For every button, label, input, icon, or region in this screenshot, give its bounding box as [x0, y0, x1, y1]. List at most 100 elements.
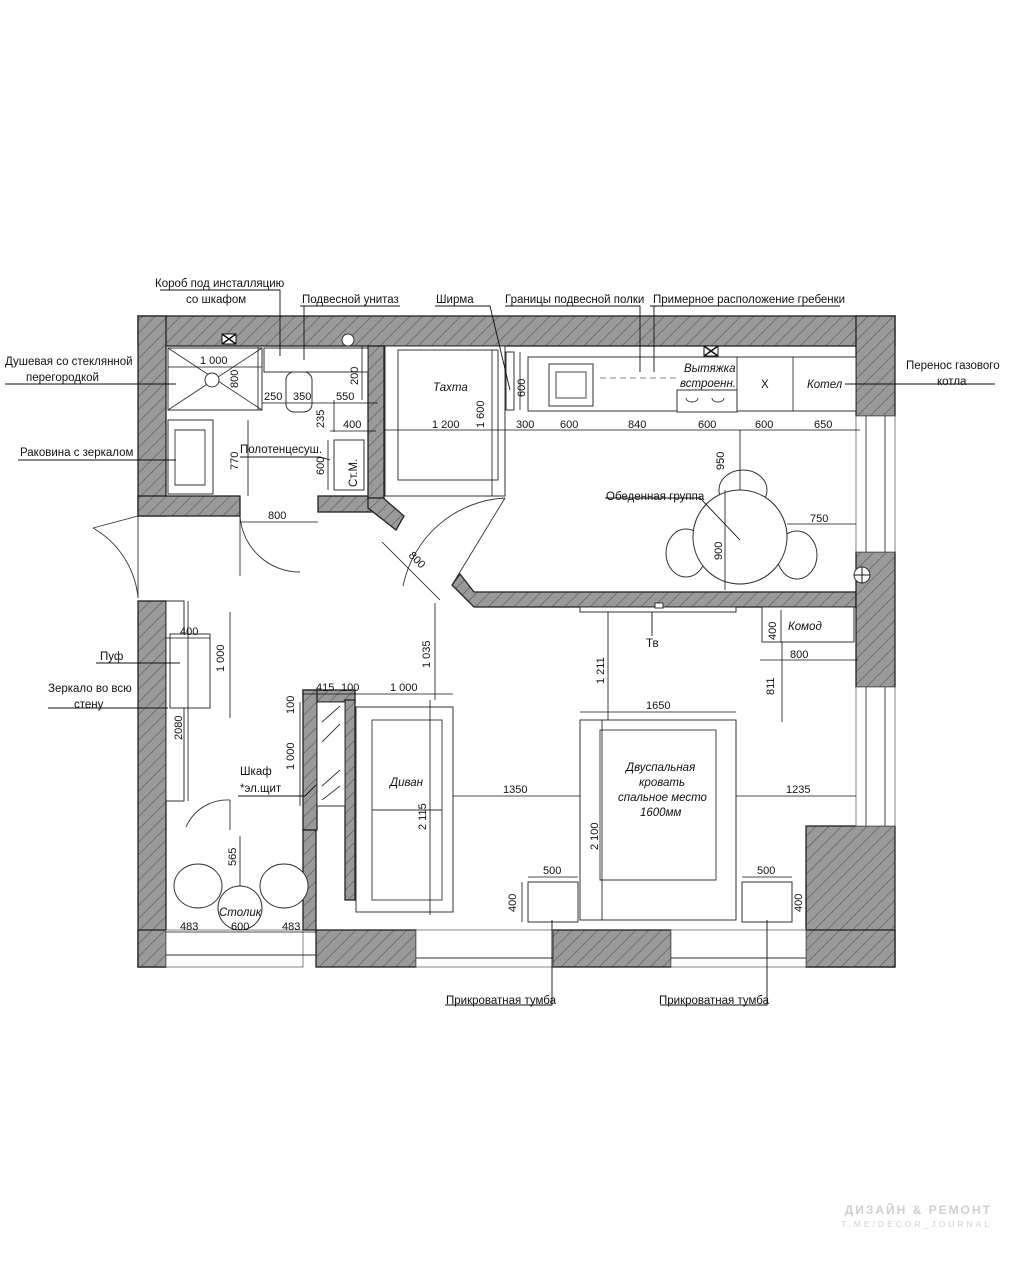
wall-left-top	[137, 315, 167, 517]
label-shkaf-1: Шкаф	[240, 766, 272, 778]
label-dush-1: Душевая со стеклянной	[5, 356, 133, 368]
wall-closet-side	[302, 689, 318, 831]
room-bed-2: кровать	[639, 777, 685, 789]
watermark-title: ДИЗАЙН & РЕМОНТ	[844, 1203, 992, 1217]
dim-k300: 300	[516, 419, 534, 431]
room-tahta: Тахта	[433, 382, 468, 394]
dim-750: 750	[810, 513, 828, 525]
label-korob-2: со шкафом	[186, 294, 246, 306]
kitchen	[384, 345, 857, 587]
dim-1000-shkaf: 1 000	[285, 742, 297, 770]
dim-k840: 840	[628, 419, 646, 431]
dim-2115: 2 115	[417, 803, 429, 830]
dimension-texts: 1 000 800 250 350 550 200 400 235 770 60…	[173, 355, 832, 933]
label-tumba-right: Прикроватная тумба	[659, 995, 770, 1007]
wall-bottom-b	[315, 929, 417, 968]
leader-lines	[5, 289, 995, 1006]
dim-483a: 483	[180, 921, 198, 933]
label-stm: Ст.М.	[348, 459, 360, 487]
room-bed-1: Двуспальная	[624, 762, 695, 774]
sofa	[355, 706, 454, 913]
dim-k650: 650	[814, 419, 832, 431]
dim-770: 770	[229, 452, 241, 470]
room-vytyazhka-2: встроенн.	[680, 378, 736, 390]
dim-500a: 500	[543, 865, 561, 877]
window-bottom-1	[165, 929, 304, 968]
dim-1211: 1 211	[595, 657, 607, 684]
label-shirma: Ширма	[436, 294, 474, 306]
dim-900: 900	[713, 542, 725, 560]
vent-circle	[341, 333, 355, 347]
entry-door	[92, 515, 139, 599]
dim-811: 811	[765, 677, 777, 695]
dim-k600a: 600	[560, 419, 578, 431]
dining-group	[665, 469, 871, 585]
nightstand-left	[527, 881, 579, 923]
dim-483b: 483	[282, 921, 300, 933]
dim-400-wc: 400	[343, 419, 361, 431]
kitchen-door-arc	[402, 497, 506, 587]
label-tumba-left: Прикроватная тумба	[446, 995, 557, 1007]
dim-200: 200	[349, 367, 361, 385]
room-vytyazhka-1: Вытяжка	[684, 363, 735, 375]
room-x-mark: X	[761, 379, 769, 391]
komod	[761, 606, 855, 643]
dim-1350: 1350	[503, 784, 527, 796]
dim-800-door: 800	[268, 510, 286, 522]
sink-cabinet	[167, 419, 214, 495]
dim-400-tl: 400	[507, 894, 519, 912]
dim-k600b: 600	[698, 419, 716, 431]
washing-machine	[333, 439, 365, 491]
stove	[676, 389, 738, 413]
dim-1000-puf: 1 000	[215, 644, 227, 672]
label-grebenka: Примерное расположение гребенки	[653, 294, 845, 306]
room-bed-3: спальное место	[618, 792, 708, 804]
dim-800-komod: 800	[790, 649, 808, 661]
dim-565: 565	[227, 848, 239, 866]
install-box	[263, 347, 369, 373]
dim-235: 235	[315, 410, 327, 428]
label-korob-1: Короб под инсталляцию	[155, 278, 285, 290]
label-unitaz: Подвесной унитаз	[302, 294, 399, 306]
window-bottom-2	[415, 929, 554, 968]
wall-bath-bottom-a	[137, 495, 241, 517]
dim-1200: 1 200	[432, 419, 460, 431]
label-dush-2: перегородкой	[26, 372, 99, 384]
label-puf: Пуф	[100, 651, 123, 663]
label-polka: Границы подвесной полки	[505, 294, 644, 306]
dim-800-diag: 800	[406, 550, 427, 571]
dim-950: 950	[715, 452, 727, 470]
dim-k600c: 600	[755, 419, 773, 431]
dim-2080: 2080	[173, 716, 185, 740]
shower-drain	[204, 372, 220, 388]
room-bed-4: 1600мм	[640, 807, 681, 819]
closet-door-arc	[185, 799, 231, 828]
window-bottom-3	[670, 929, 807, 968]
wall-bath-corner	[367, 496, 405, 531]
nightstand-right	[741, 881, 793, 923]
label-shkaf-2: *эл.щит	[240, 783, 282, 795]
labels: Короб под инсталляцию со шкафом Подвесно…	[5, 278, 1000, 1007]
wall-bottom-a	[137, 929, 167, 968]
dim-400-tr: 400	[793, 894, 805, 912]
armchair-left	[173, 863, 223, 909]
puf	[169, 633, 211, 709]
label-zerkalo-1: Зеркало во всю	[48, 683, 132, 695]
living-room	[165, 600, 855, 931]
dim-shower-depth: 800	[229, 370, 241, 388]
dim-shower-width: 1 000	[200, 355, 228, 367]
dim-100b: 100	[285, 696, 297, 714]
label-zerkalo-2: стену	[74, 699, 104, 711]
bed	[579, 719, 737, 921]
window-right-1	[855, 415, 896, 553]
wall-right-top	[855, 315, 896, 417]
closet	[316, 701, 346, 807]
wall-closet-pillar	[344, 699, 356, 901]
armchair-right	[259, 863, 309, 909]
window-right-2	[855, 686, 896, 827]
dimension-lines	[166, 346, 860, 933]
dim-1600: 1 600	[475, 400, 487, 428]
wall-bottom-c	[552, 929, 672, 968]
dim-250: 250	[264, 391, 282, 403]
dim-600-bath: 600	[315, 457, 327, 475]
